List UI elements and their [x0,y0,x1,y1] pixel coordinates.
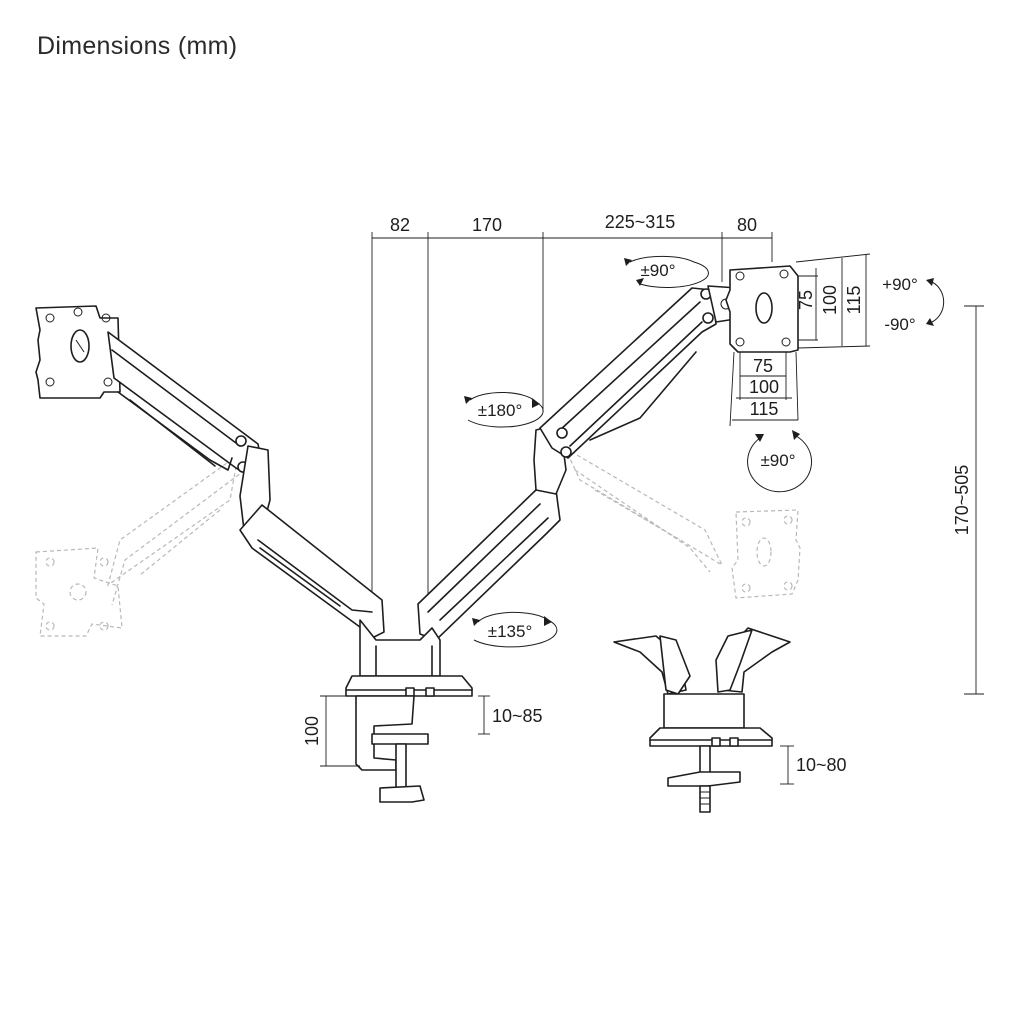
right-arm [417,265,799,641]
rotation-arm-swivel: ±180° [464,391,544,428]
dim-82: 82 [390,215,410,235]
arm-swivel-label: ±180° [478,401,523,420]
vesa-w-75: 75 [753,356,773,376]
vesa-h-100: 100 [820,285,840,315]
page-title: Dimensions (mm) [37,32,238,60]
rotate-label: ±90° [760,451,795,470]
tilt-up-label: +90° [882,275,918,294]
left-arm [35,305,385,639]
tilt-down-label: -90° [884,315,915,334]
rotation-tilt: +90° -90° [882,275,945,334]
rotation-head-label: ±90° [640,261,675,280]
dim-225-315: 225~315 [605,212,676,232]
grommet-mount: 10~80 [613,627,847,813]
dim-170: 170 [472,215,502,235]
grommet-range-label: 10~80 [796,755,847,775]
top-dimensions: 82 170 225~315 80 [371,212,773,595]
vesa-knob-icon [755,292,773,324]
base-swivel-label: ±135° [488,622,533,641]
vesa-h-115: 115 [844,286,864,315]
height-dimension: 170~505 [952,305,984,695]
vesa-w-115: 115 [750,399,779,419]
vesa-h-75: 75 [796,290,816,310]
ghost-left-arm [35,453,246,637]
height-range-label: 170~505 [952,465,972,536]
rotation-base-swivel: ±135° [472,611,558,648]
clamp-height-label: 100 [302,716,322,746]
rotation-screen: ±90° [747,430,813,493]
clamp-base: 100 10~85 [302,619,543,803]
vesa-dimensions: 75 100 115 75 100 115 [729,253,871,427]
clamp-range-label: 10~85 [492,706,543,726]
ghost-right-arm [563,446,801,599]
vesa-w-100: 100 [749,377,779,397]
rotation-head-swivel: ±90° [624,255,709,288]
dim-80: 80 [737,215,757,235]
